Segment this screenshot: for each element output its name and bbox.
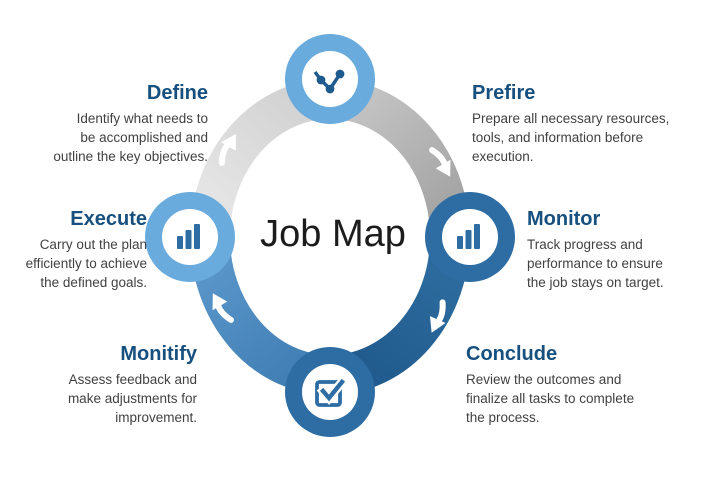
stage-title-define: Define xyxy=(146,82,208,104)
diagram-title: Job Map xyxy=(260,213,406,255)
stage-desc-execute: Carry out the plan efficiently to achiev… xyxy=(25,237,147,290)
stage-desc-prefire: Prepare all necessary resources, tools, … xyxy=(472,111,670,164)
node-left xyxy=(145,192,235,282)
stage-title-prefire: Prefire xyxy=(472,82,536,104)
stage-desc-define: Identify what needs to be accomplished a… xyxy=(53,111,208,164)
stage-define: Define Identify what needs to be accompl… xyxy=(18,80,208,166)
stage-title-execute: Execute xyxy=(70,208,147,230)
checkbox-check-icon xyxy=(315,375,349,407)
stage-title-monitor: Monitor xyxy=(527,208,601,230)
node-top-inner-circle xyxy=(302,51,358,107)
clockwise-arrow-top-left xyxy=(218,134,236,167)
stage-title-monitify: Monitify xyxy=(120,343,197,365)
trend-line-icon xyxy=(313,69,345,94)
stage-execute: Execute Carry out the plan efficiently t… xyxy=(7,206,147,292)
node-right xyxy=(425,192,515,282)
clockwise-arrow-top-right xyxy=(429,147,451,177)
stage-desc-monitify: Assess feedback and make adjustments for… xyxy=(67,372,197,425)
bar-chart-icon xyxy=(177,224,200,249)
clockwise-arrow-bottom-right xyxy=(429,299,446,333)
clockwise-arrow-bottom-left xyxy=(212,293,234,323)
stage-prefire: Prefire Prepare all necessary resources,… xyxy=(472,80,682,166)
node-top xyxy=(285,34,375,124)
stage-conclude: Conclude Review the outcomes and finaliz… xyxy=(466,341,676,427)
node-bottom xyxy=(285,347,375,437)
stage-monitor: Monitor Track progress and performance t… xyxy=(527,206,707,292)
stage-desc-conclude: Review the outcomes and finalize all tas… xyxy=(466,372,635,425)
stage-title-conclude: Conclude xyxy=(466,343,558,365)
bar-chart-icon xyxy=(457,224,480,249)
stage-desc-monitor: Track progress and performance to ensure… xyxy=(527,237,664,290)
stage-monitify: Monitify Assess feedback and make adjust… xyxy=(37,341,197,427)
